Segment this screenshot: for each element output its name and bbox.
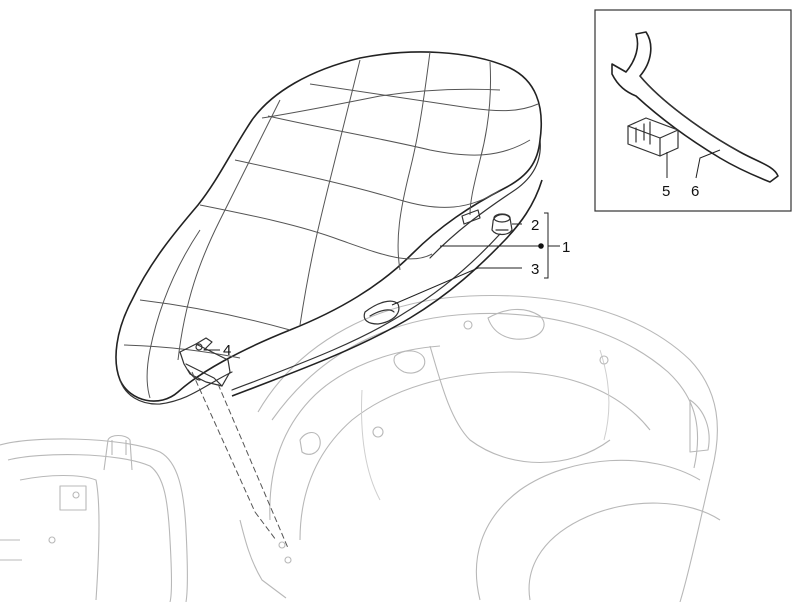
callout-number-5: 5: [662, 183, 670, 200]
callout-number-2: 2: [531, 217, 539, 234]
assembly-guide-lines: [191, 371, 289, 549]
callout-number-1: 1: [562, 239, 570, 256]
callout-number-3: 3: [531, 261, 539, 278]
clip-part: [627, 117, 679, 157]
callout-number-4: 4: [223, 342, 231, 359]
spanner-tool: [611, 31, 779, 183]
inset-frame: [594, 9, 792, 212]
scooter-front-ghost: [0, 434, 189, 602]
seat-assembly: [115, 51, 543, 405]
tool-kit-inset: [594, 9, 792, 212]
callout-number-6: 6: [691, 183, 699, 200]
callout-leaders: [204, 212, 560, 351]
scooter-body-ghost: [239, 294, 721, 602]
callout-dot-1: [538, 243, 544, 249]
rubber-buffer-part: [491, 213, 513, 236]
